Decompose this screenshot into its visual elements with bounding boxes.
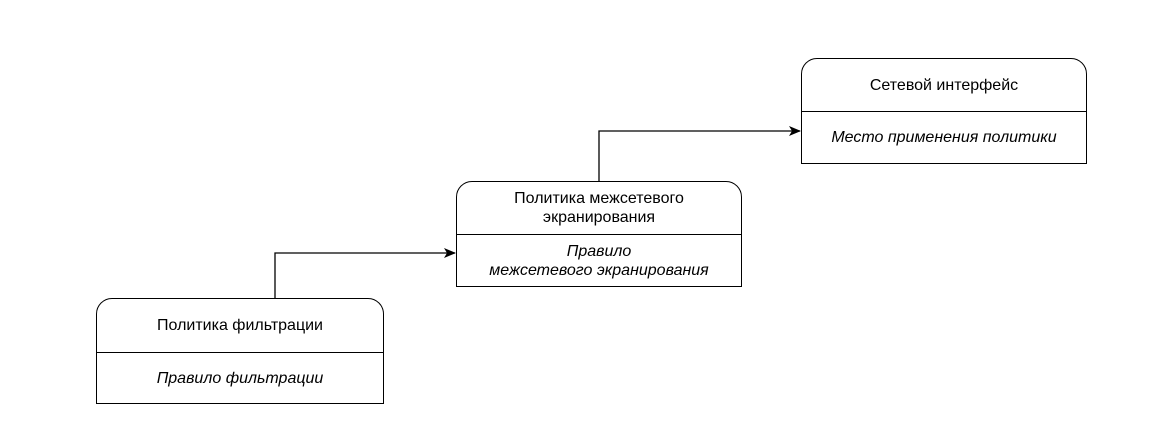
edge-firewall-to-interface bbox=[598, 126, 801, 181]
node-firewall-policy-body: Правило межсетевого экранирования bbox=[457, 235, 741, 286]
firewall-rule-line2: межсетевого экранирования bbox=[489, 261, 709, 279]
edge-filter-to-firewall bbox=[274, 248, 456, 298]
node-firewall-policy-title: Политика межсетевого экранирования bbox=[457, 182, 741, 235]
node-firewall-policy[interactable]: Политика межсетевого экранирования Прави… bbox=[456, 181, 742, 287]
node-filter-policy-body: Правило фильтрации bbox=[97, 353, 383, 403]
firewall-rule-line1: Правило bbox=[566, 242, 632, 260]
filter-policy-title-text: Политика фильтрации bbox=[157, 317, 323, 334]
node-network-interface-title: Сетевой интерфейс bbox=[802, 59, 1086, 112]
network-interface-title-text: Сетевой интерфейс bbox=[869, 76, 1019, 94]
firewall-policy-title-line1: Политика межсетевого bbox=[514, 190, 684, 207]
node-network-interface[interactable]: Сетевой интерфейс Место применения полит… bbox=[801, 58, 1087, 164]
policy-application-point-text: Место применения политики bbox=[831, 129, 1057, 146]
node-filter-policy[interactable]: Политика фильтрации Правило фильтрации bbox=[96, 298, 384, 404]
node-network-interface-body: Место применения политики bbox=[802, 112, 1086, 163]
filter-rule-text: Правило фильтрации bbox=[156, 369, 324, 387]
node-filter-policy-title: Политика фильтрации bbox=[97, 299, 383, 353]
firewall-policy-title-line2: экранирования bbox=[542, 209, 656, 226]
